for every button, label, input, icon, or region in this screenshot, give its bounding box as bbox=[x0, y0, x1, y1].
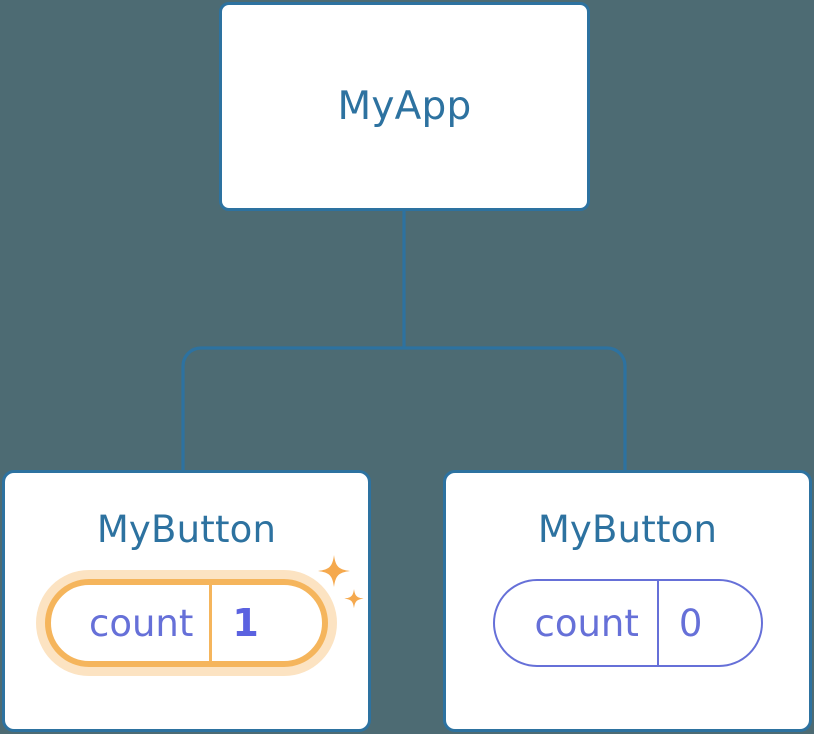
state-key-left: count bbox=[89, 601, 194, 645]
node-mybutton-right[interactable]: MyButton count 0 bbox=[443, 470, 812, 732]
state-pill-left-wrap: count 1 bbox=[45, 555, 364, 667]
state-pill-right[interactable]: count 0 bbox=[492, 579, 763, 667]
node-mybutton-left[interactable]: MyButton count 1 bbox=[2, 470, 371, 732]
state-pill-right-wrap: count 0 bbox=[492, 579, 763, 667]
node-myapp-title: MyApp bbox=[337, 84, 472, 129]
state-pill-right-divider bbox=[656, 581, 659, 665]
node-mybutton-right-title: MyButton bbox=[537, 508, 718, 551]
state-key-right: count bbox=[534, 601, 639, 645]
state-pill-left[interactable]: count 1 bbox=[45, 579, 328, 667]
node-mybutton-left-title: MyButton bbox=[96, 508, 277, 551]
connector-to-left-child bbox=[181, 346, 404, 472]
state-value-right: 0 bbox=[678, 601, 703, 645]
state-pill-left-divider bbox=[209, 585, 213, 661]
connector-to-right-child bbox=[404, 346, 627, 472]
sparkle-icon-large bbox=[318, 555, 350, 587]
node-myapp[interactable]: MyApp bbox=[219, 2, 590, 211]
sparkle-icon-small bbox=[344, 589, 364, 609]
state-value-left: 1 bbox=[232, 601, 259, 645]
